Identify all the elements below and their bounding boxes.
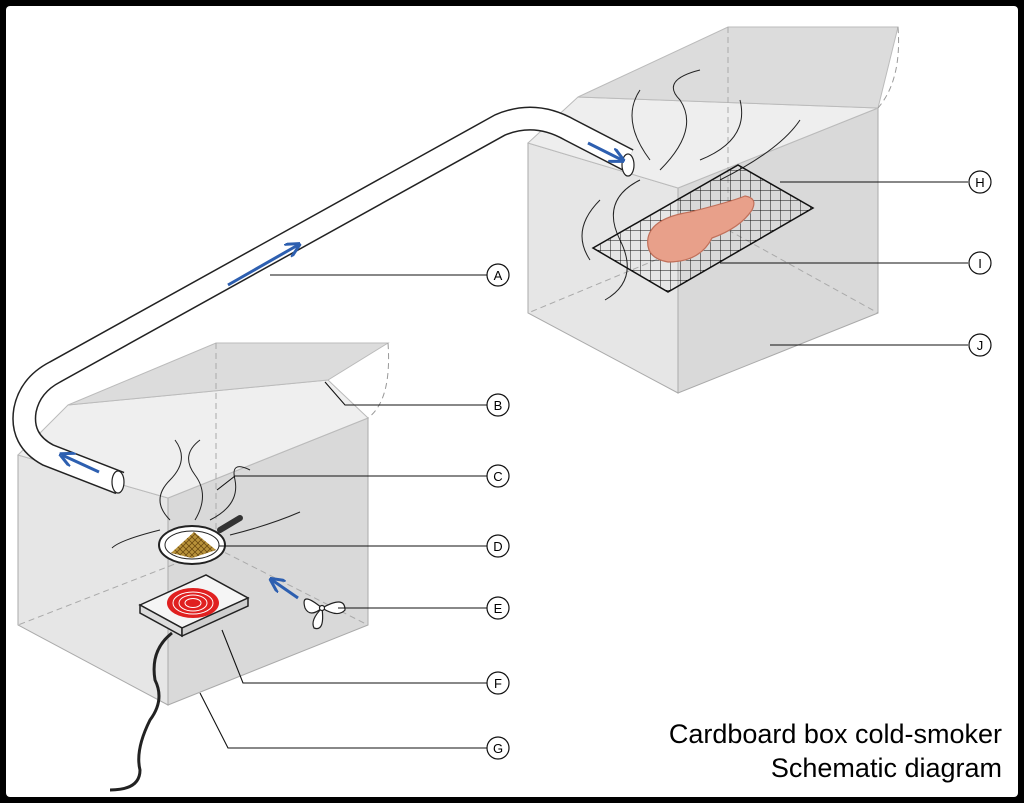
title-block: Cardboard box cold-smoker Schematic diag… [669, 717, 1002, 785]
callout-C: C [486, 464, 510, 488]
pan [158, 515, 243, 565]
svg-text:I: I [978, 256, 982, 271]
callout-D: D [486, 534, 510, 558]
svg-text:G: G [493, 741, 503, 756]
hotplate [109, 574, 250, 792]
svg-text:F: F [494, 676, 502, 691]
airflow-arrow [227, 245, 298, 287]
callout-F: F [486, 671, 510, 695]
svg-text:H: H [975, 175, 984, 190]
svg-text:D: D [493, 539, 502, 554]
smoke-duct [12, 106, 635, 495]
airflow-arrow [62, 455, 100, 474]
svg-text:B: B [494, 398, 503, 413]
svg-text:J: J [977, 338, 984, 353]
callout-E: E [486, 596, 510, 620]
callout-H: H [968, 170, 992, 194]
svg-text:E: E [494, 601, 503, 616]
callout-B: B [486, 393, 510, 417]
meat [647, 195, 755, 263]
callout-J: J [968, 333, 992, 357]
airflow-arrow [272, 580, 299, 600]
svg-text:C: C [493, 469, 502, 484]
title-line-1: Cardboard box cold-smoker [668, 719, 1002, 749]
power-cord [109, 631, 173, 792]
airflow-arrow [587, 141, 622, 160]
fan-icon [303, 598, 346, 630]
leader-lines [199, 181, 968, 749]
callout-I: I [968, 251, 992, 275]
callout-A: A [486, 263, 510, 287]
svg-text:A: A [494, 268, 503, 283]
callout-G: G [486, 736, 510, 760]
title-line-2: Schematic diagram [770, 753, 1002, 783]
callouts: A B C D E F G H I J [486, 170, 992, 760]
smoke-box-lid-flap [67, 342, 390, 406]
